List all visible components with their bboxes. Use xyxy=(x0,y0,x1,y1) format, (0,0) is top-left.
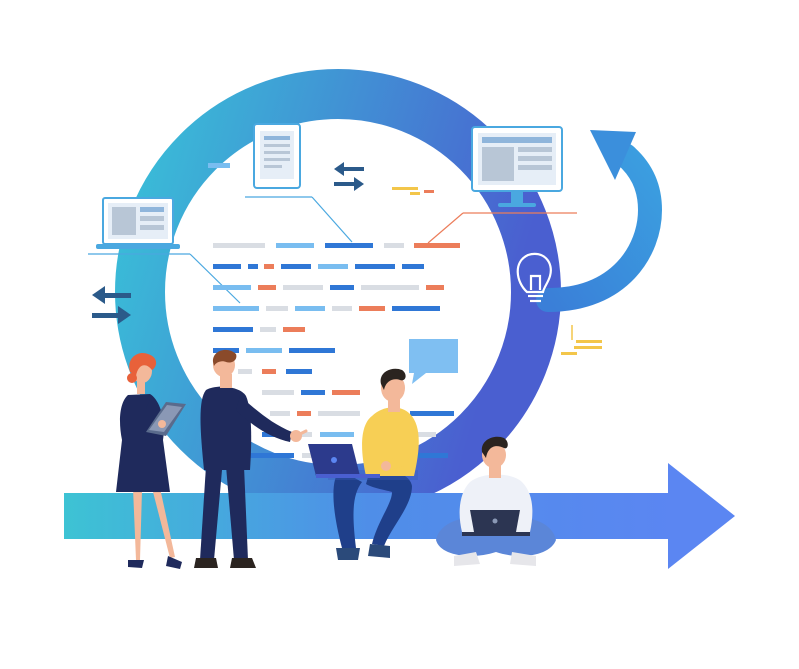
connector-line xyxy=(189,253,241,304)
laptop-icon xyxy=(96,197,180,249)
man-cross-legged-with-laptop xyxy=(436,436,556,566)
man-pointing xyxy=(194,349,308,568)
connector-line xyxy=(311,196,353,243)
connector-line xyxy=(427,212,464,244)
woman-with-tablet xyxy=(116,352,186,569)
tablet-icon xyxy=(253,123,301,189)
refresh-arrow-head xyxy=(590,130,636,180)
swap-arrows-icon xyxy=(92,286,131,324)
deco-yellow-marks xyxy=(561,325,602,355)
refresh-arrow-icon xyxy=(536,143,663,312)
cycle-inner xyxy=(166,120,510,464)
lightbulb-icon xyxy=(516,252,552,303)
swap-arrows-icon xyxy=(334,162,364,191)
deco-yellow-marks xyxy=(392,187,434,195)
deco-dash xyxy=(208,163,230,168)
man-with-laptop-sitting xyxy=(308,368,419,560)
speech-bubble-icon xyxy=(409,339,458,384)
desktop-monitor-icon xyxy=(471,126,563,207)
